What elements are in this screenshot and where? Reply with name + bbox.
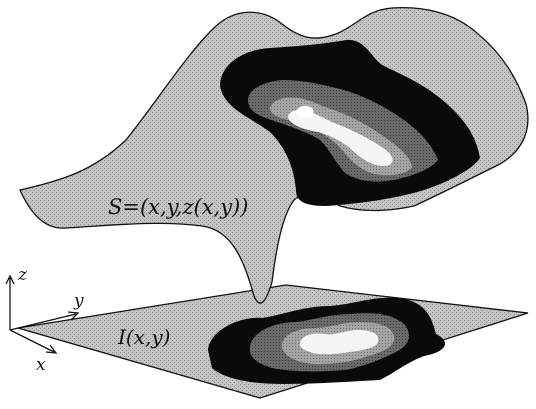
axis-z-label: z — [17, 265, 28, 285]
axes — [5, 274, 80, 354]
surface-label: S=(x,y,z(x,y)) — [108, 195, 248, 219]
surface-level-4 — [288, 109, 393, 166]
axis-y-label: y — [73, 291, 84, 311]
plane-level-4 — [300, 330, 379, 355]
image-label: I(x,y) — [117, 325, 170, 349]
axis-x-label: x — [36, 355, 46, 375]
surface-level-4-spot — [296, 105, 314, 118]
